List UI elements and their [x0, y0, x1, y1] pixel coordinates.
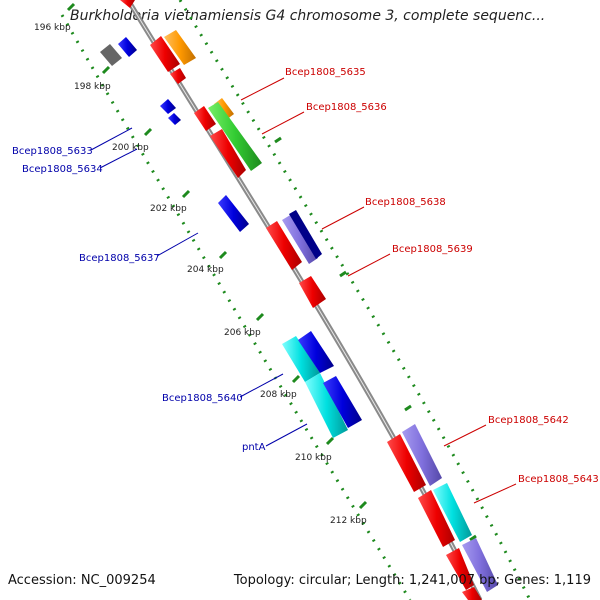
kbp-label: 212 kbp	[330, 516, 367, 526]
gene-blue-small[interactable]	[168, 113, 181, 125]
outer-tick-major	[274, 136, 477, 542]
gene-label-reverse[interactable]: Bcep1808_5640	[162, 393, 243, 404]
gene-cyan[interactable]	[282, 336, 320, 382]
gene-label-forward[interactable]: Bcep1808_5639	[392, 244, 473, 255]
forward-gene-track	[120, 0, 498, 600]
kbp-label: 200 kbp	[112, 143, 149, 153]
inner-tick-track	[60, 14, 412, 600]
gene-red[interactable]	[462, 587, 482, 600]
accession-text: Accession: NC_009254	[8, 573, 156, 588]
gene-red[interactable]	[299, 276, 326, 308]
map-title: Burkholderia vietnamiensis G4 chromosome…	[70, 8, 546, 24]
kbp-label: 206 kbp	[224, 328, 261, 338]
reverse-gene-track	[100, 37, 362, 438]
gene-red[interactable]	[418, 490, 455, 547]
leader-lines-reverse	[90, 127, 308, 447]
gene-blue[interactable]	[118, 37, 137, 57]
gene-navy[interactable]	[289, 210, 322, 259]
gene-label-forward[interactable]: Bcep1808_5642	[488, 415, 569, 426]
gene-label-reverse[interactable]: Bcep1808_5637	[79, 253, 160, 264]
gene-red[interactable]	[194, 106, 216, 131]
kbp-label: 198 kbp	[74, 82, 111, 92]
gene-red[interactable]	[120, 0, 135, 8]
kbp-label: 210 kbp	[295, 453, 332, 463]
gene-blue[interactable]	[218, 195, 249, 232]
gene-lavender[interactable]	[402, 424, 442, 486]
gene-label-forward[interactable]: Bcep1808_5638	[365, 197, 446, 208]
gene-red-small[interactable]	[170, 68, 186, 84]
gene-blue[interactable]	[323, 376, 362, 428]
gene-gray[interactable]	[100, 44, 122, 66]
kbp-label: 196 kbp	[34, 23, 71, 33]
kbp-label: 204 kbp	[187, 265, 224, 275]
gene-lavender[interactable]	[282, 214, 318, 264]
gene-orange[interactable]	[164, 30, 196, 65]
gene-label-forward[interactable]: Bcep1808_5636	[306, 102, 387, 113]
gene-lavender[interactable]	[462, 538, 498, 592]
leader-lines-forward	[240, 77, 517, 504]
gene-cyan[interactable]	[433, 483, 472, 542]
kbp-label: 208 kbp	[260, 390, 297, 400]
gene-label-forward[interactable]: Bcep1808_5635	[285, 67, 366, 78]
gene-label-forward[interactable]: Bcep1808_5643	[518, 474, 599, 485]
gene-label-reverse[interactable]: Bcep1808_5633	[12, 146, 93, 157]
gene-label-reverse[interactable]: Bcep1808_5634	[22, 164, 103, 175]
gene-blue[interactable]	[298, 331, 334, 373]
summary-text: Topology: circular; Length: 1,241,007 bp…	[233, 573, 591, 588]
gene-red[interactable]	[446, 548, 474, 590]
outer-tick-track	[178, 0, 532, 600]
gene-label-reverse[interactable]: pntA	[242, 442, 266, 453]
gene-green[interactable]	[208, 102, 262, 171]
gene-cyan[interactable]	[305, 373, 348, 438]
gene-red[interactable]	[266, 221, 302, 270]
gene-red[interactable]	[210, 129, 246, 178]
gene-red[interactable]	[387, 434, 426, 492]
inner-tick-major	[66, 2, 368, 510]
gene-red[interactable]	[150, 36, 180, 72]
gene-blue-small[interactable]	[160, 99, 176, 114]
kbp-label: 202 kbp	[150, 204, 187, 214]
